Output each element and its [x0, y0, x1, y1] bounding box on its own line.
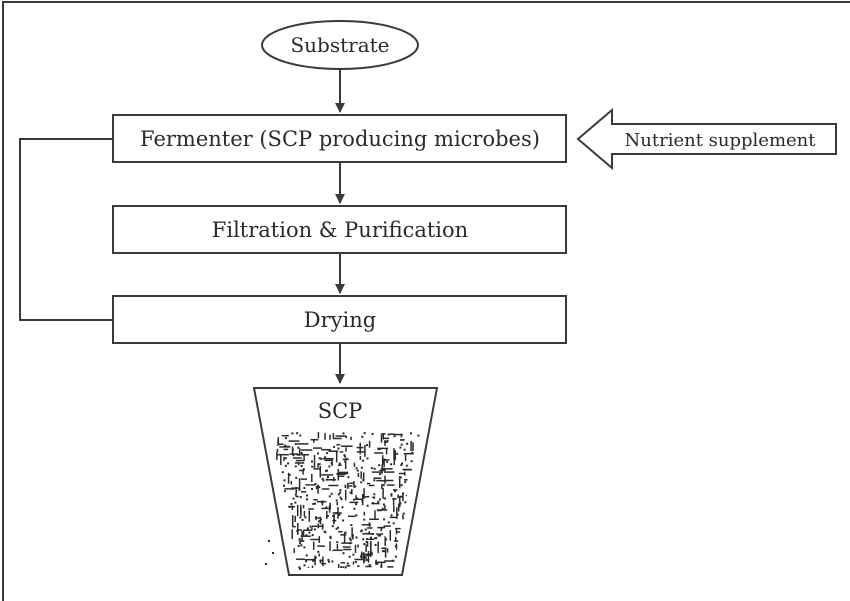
fermenter-node: Fermenter (SCP producing microbes): [112, 114, 567, 163]
drying-node: Drying: [112, 295, 567, 344]
substrate-label: Substrate: [290, 33, 389, 57]
drying-label: Drying: [304, 308, 376, 332]
scp-granules: [265, 432, 420, 570]
fermenter-label: Fermenter (SCP producing microbes): [140, 127, 540, 151]
filtration-node: Filtration & Purification: [112, 205, 567, 254]
substrate-node: Substrate: [261, 20, 419, 70]
nutrient-supplement-node: Nutrient supplement: [576, 107, 837, 171]
scp-container: SCP: [252, 387, 439, 576]
feedback-loop-line: [19, 138, 113, 321]
filtration-label: Filtration & Purification: [212, 218, 468, 242]
nutrient-supplement-label: Nutrient supplement: [625, 130, 817, 151]
scp-label: SCP: [318, 399, 363, 423]
